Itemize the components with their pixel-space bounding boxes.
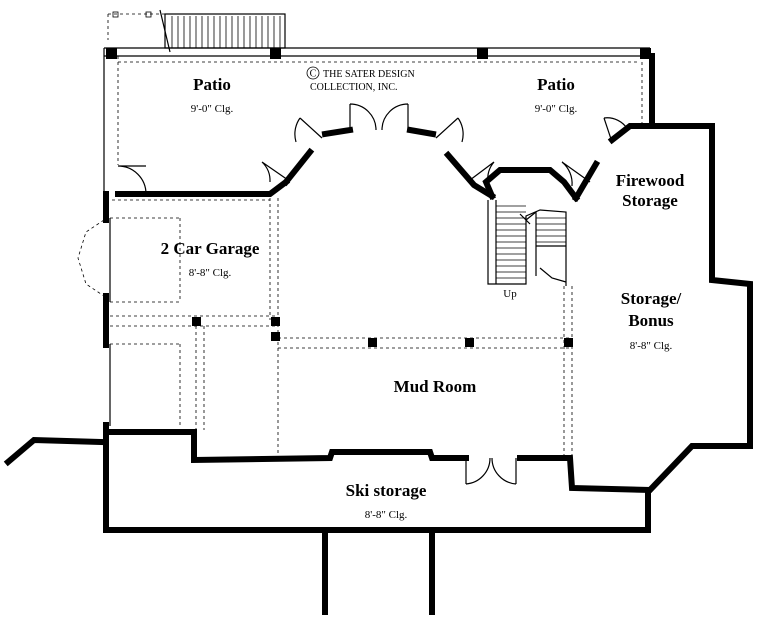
interior-lines (77, 198, 573, 458)
firewood-label-line1: Firewood (616, 171, 685, 190)
storage-label-line2: Bonus (628, 311, 674, 330)
copyright-symbol: C (310, 69, 317, 80)
patio-left-ceiling: 9'-0" Clg. (191, 103, 234, 115)
firewood-label-line2: Storage (622, 191, 678, 210)
mud-room-label: Mud Room (394, 377, 477, 396)
garage-ceiling: 8'-8" Clg. (189, 267, 232, 279)
interior-columns (192, 317, 573, 347)
interior-stair (487, 200, 567, 286)
exterior-walls (3, 53, 753, 615)
patio-columns (106, 48, 651, 59)
storage-label-line1: Storage/ (621, 289, 682, 308)
copyright-line2: COLLECTION, INC. (310, 82, 398, 93)
patio-right-label: Patio (537, 75, 575, 94)
exterior-stair (107, 9, 286, 53)
garage-label: 2 Car Garage (161, 239, 260, 258)
patio-left-label: Patio (193, 75, 231, 94)
stair-up-label: Up (503, 288, 517, 300)
storage-ceiling: 8'-8" Clg. (630, 340, 673, 352)
ski-storage-ceiling: 8'-8" Clg. (365, 509, 408, 521)
patio-right-ceiling: 9'-0" Clg. (535, 103, 578, 115)
copyright-circle-icon (306, 66, 320, 80)
doors (117, 103, 629, 485)
ski-storage-label: Ski storage (346, 481, 427, 500)
copyright-notice: C THE SATER DESIGN COLLECTION, INC. (306, 66, 415, 93)
copyright-line1: THE SATER DESIGN (323, 69, 415, 80)
room-labels: Patio 9'-0" Clg. Patio 9'-0" Clg. Firewo… (161, 75, 685, 521)
